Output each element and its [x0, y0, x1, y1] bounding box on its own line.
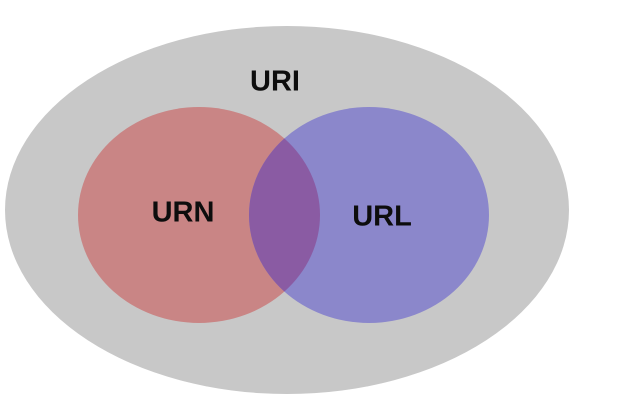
urn-circle — [78, 107, 320, 323]
urn-label: URN — [152, 197, 215, 229]
url-circle — [249, 107, 489, 323]
url-label: URL — [352, 201, 412, 233]
uri-label: URI — [250, 66, 300, 98]
